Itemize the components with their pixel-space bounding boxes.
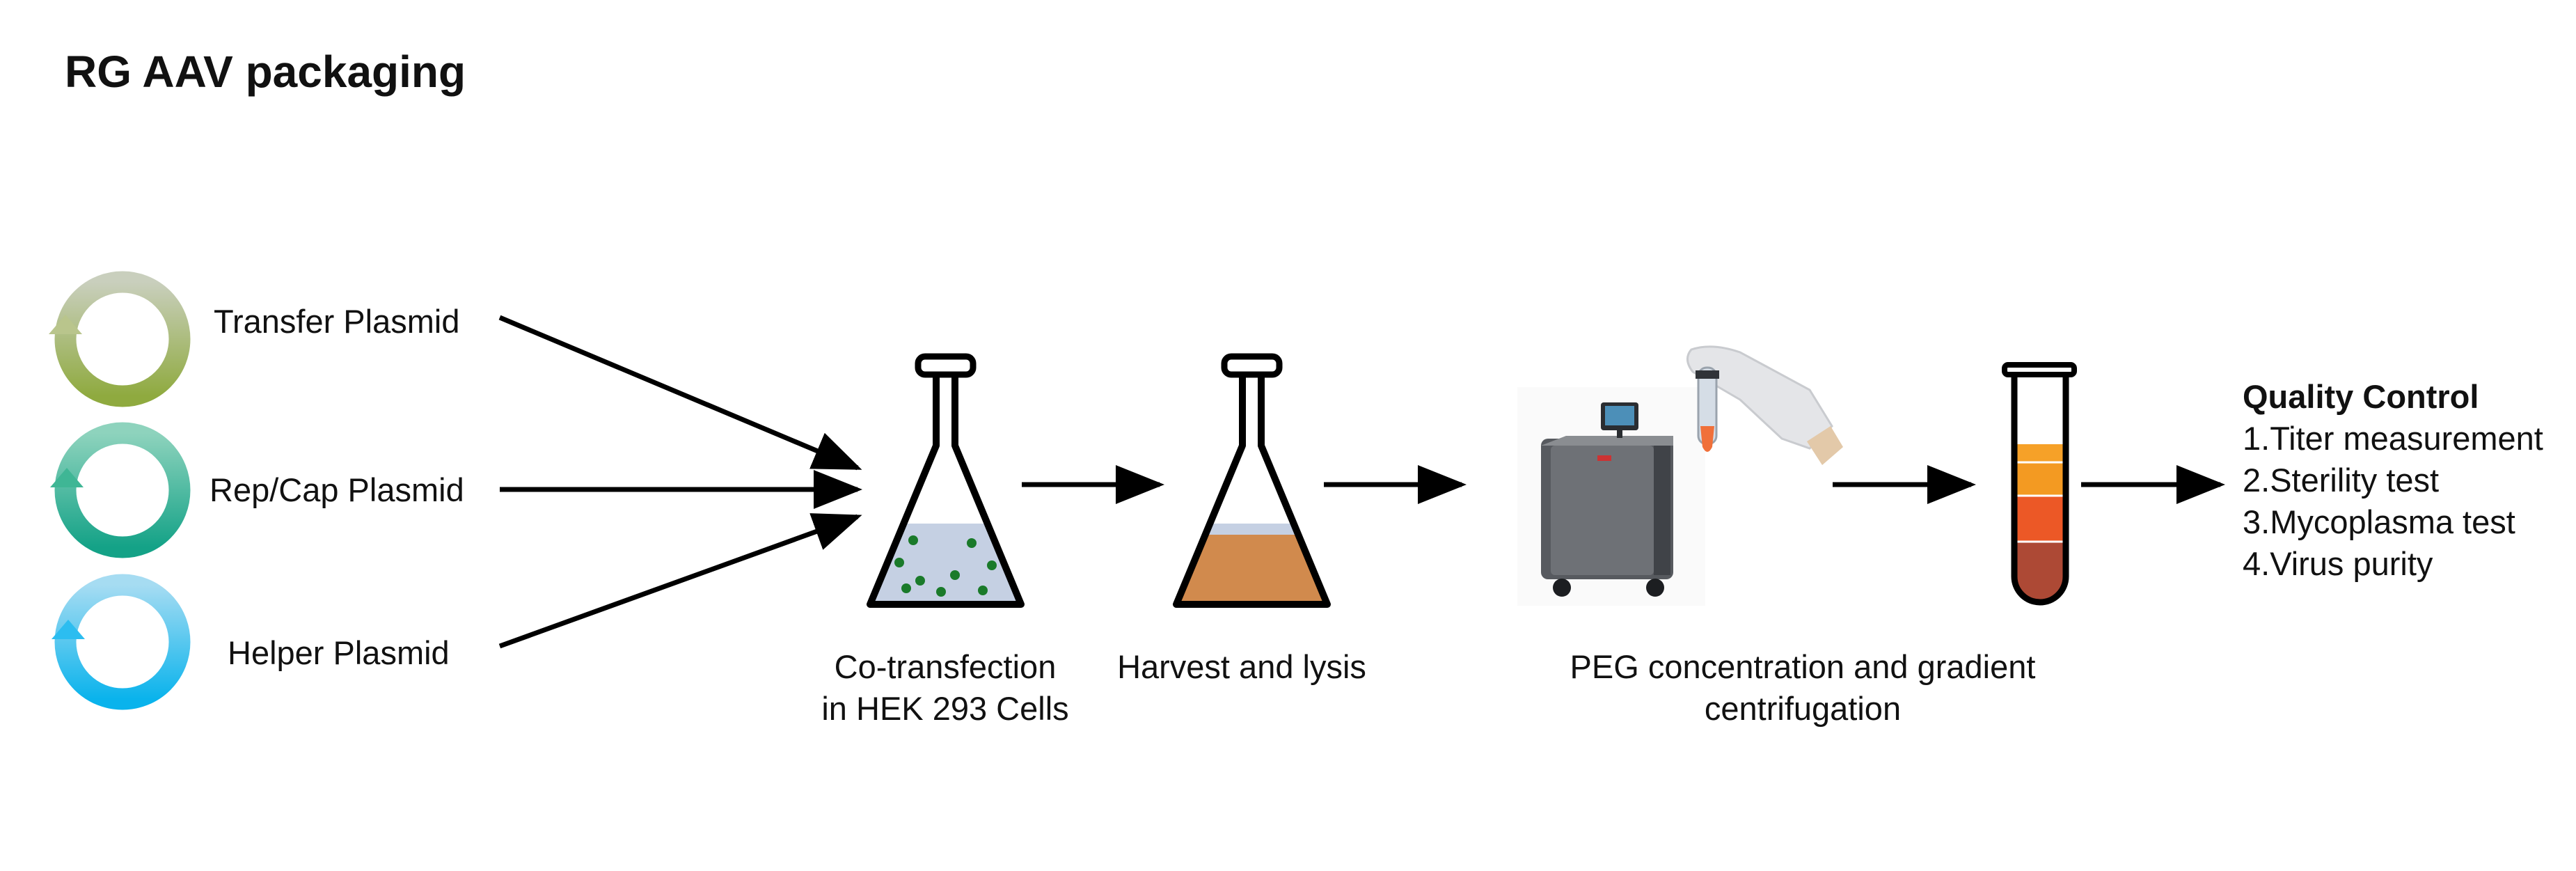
gloved-hand-tube-icon xyxy=(1686,345,1843,465)
gradient-tube-icon xyxy=(2002,362,2077,606)
plasmid-label-helper: Helper Plasmid xyxy=(228,634,450,671)
step-label-cotransfection: Co-transfection in HEK 293 Cells xyxy=(806,646,1084,730)
plasmid-label-transfer: Transfer Plasmid xyxy=(214,303,460,340)
step-label-peg-line2: centrifugation xyxy=(1704,690,1902,727)
diagram-title: RG AAV packaging xyxy=(65,47,466,97)
qc-item: 4.Virus purity xyxy=(2243,545,2433,582)
quality-control-title: Quality Control xyxy=(2243,378,2479,415)
cotransfection-flask-icon xyxy=(867,353,1025,608)
qc-item: 2.Sterility test xyxy=(2243,462,2440,499)
step-label-peg: PEG concentration and gradient centrifug… xyxy=(1524,646,2081,730)
step-label-peg-line1: PEG concentration and gradient xyxy=(1570,648,2036,685)
plasmid-transfer-icon xyxy=(49,271,191,407)
step-label-harvest: Harvest and lysis xyxy=(1117,648,1366,685)
centrifuge-icon xyxy=(1517,387,1705,606)
qc-item: 1.Titer measurement xyxy=(2243,420,2543,457)
step-label-cotransfection-line1: Co-transfection xyxy=(834,648,1057,685)
quality-control-list: Quality Control 1.Titer measurement 2.St… xyxy=(2243,376,2543,585)
arrow-helper-to-flask xyxy=(498,513,862,649)
plasmid-repcap-icon xyxy=(50,422,191,558)
step-label-cotransfection-line2: in HEK 293 Cells xyxy=(821,690,1069,727)
arrow-transfer-to-flask xyxy=(498,315,862,471)
harvest-flask-icon xyxy=(1173,353,1331,608)
plasmid-label-repcap: Rep/Cap Plasmid xyxy=(210,471,464,508)
qc-item: 3.Mycoplasma test xyxy=(2243,503,2515,540)
plasmid-helper-icon xyxy=(52,574,191,710)
